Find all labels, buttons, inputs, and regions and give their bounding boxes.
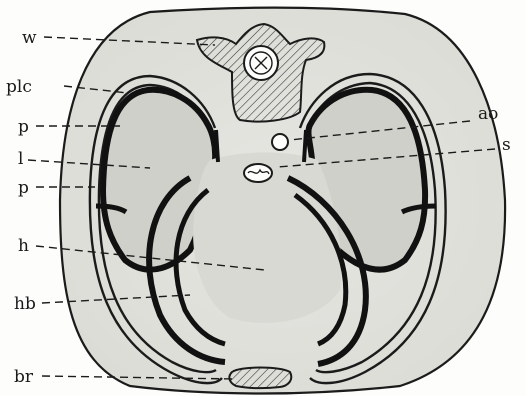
breastbone-hatched [229,368,291,389]
right-septum-line [304,130,306,162]
label-l: l [18,149,23,169]
label-s: s [502,135,511,155]
label-h: h [18,236,29,256]
label-p: p [18,117,29,137]
label-ao: ao [478,104,498,124]
left-septum-line [216,130,218,162]
label-hb: hb [14,294,36,314]
aorta [272,134,288,150]
label-p-lower: p [18,178,29,198]
label-w: w [22,28,37,48]
label-plc: plc [6,77,32,97]
label-br: br [14,367,34,387]
